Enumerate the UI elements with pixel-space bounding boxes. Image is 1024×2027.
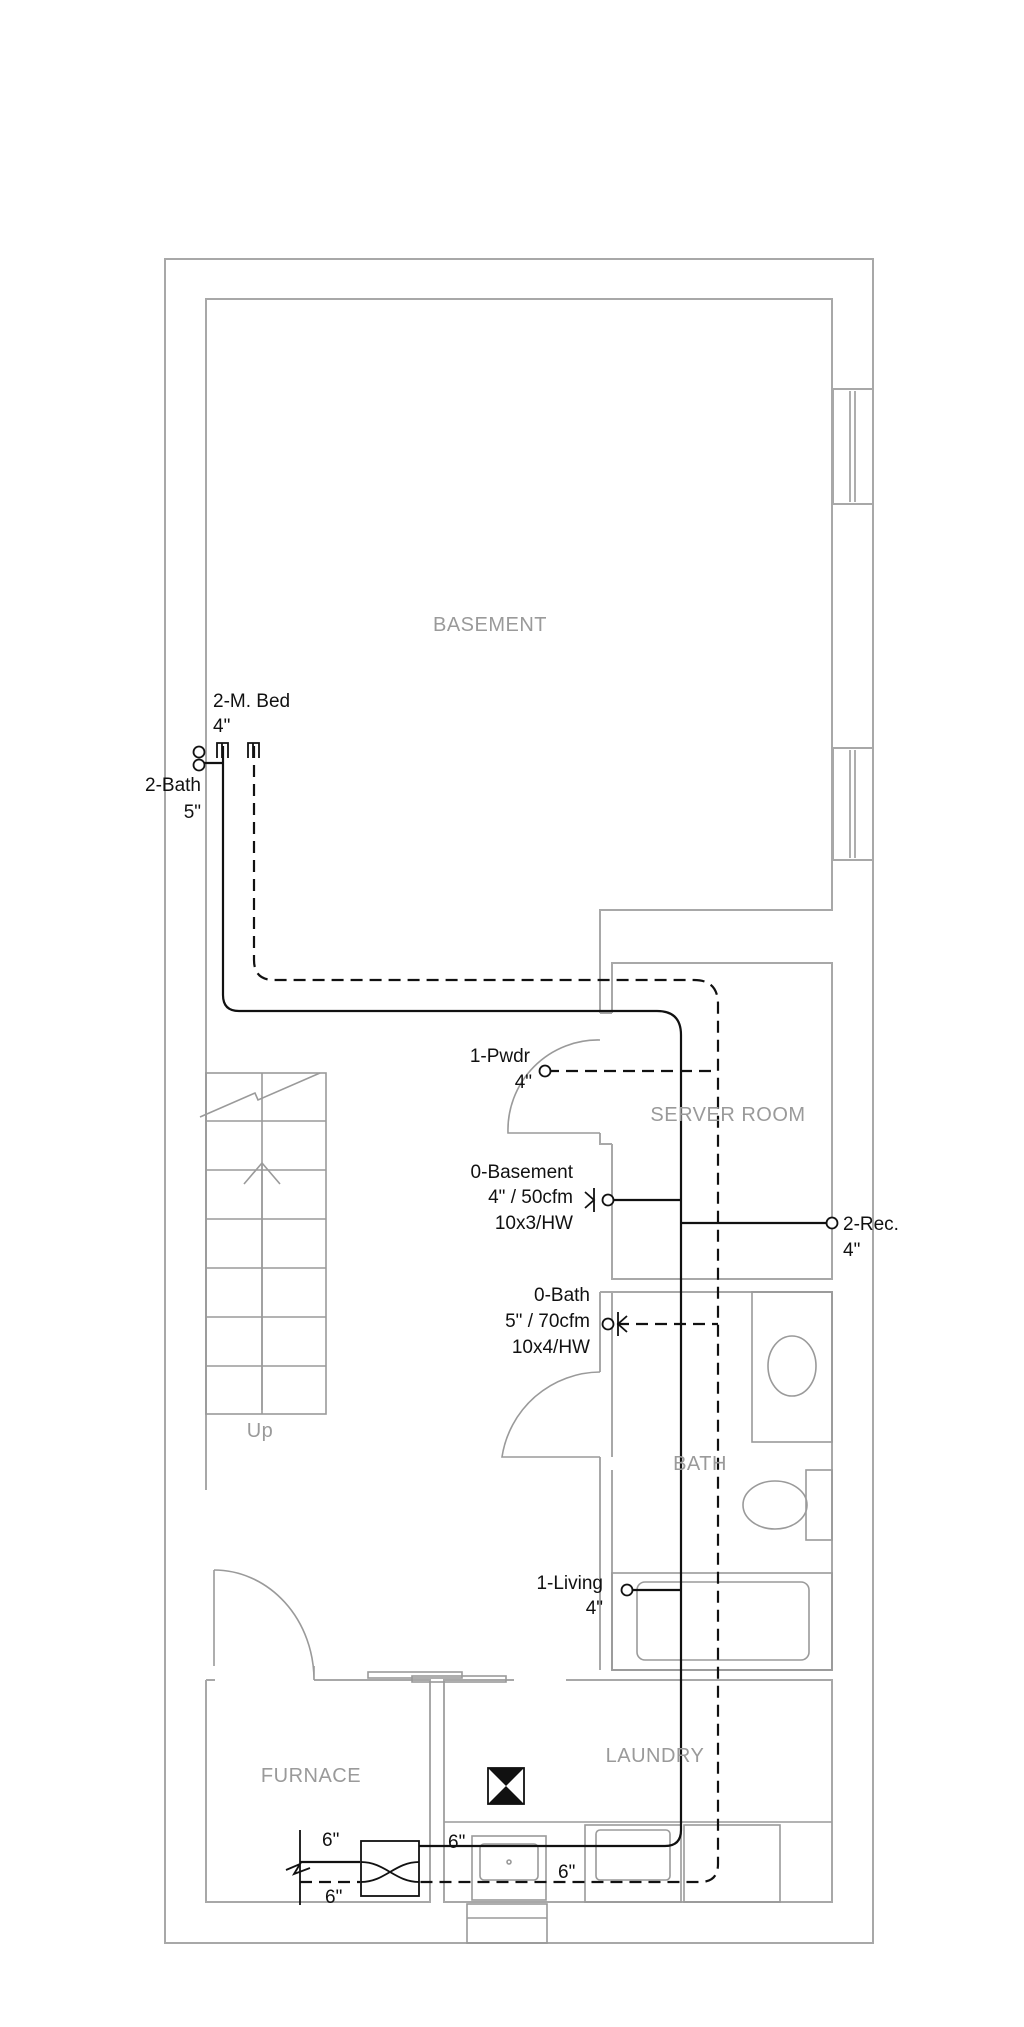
register-m-bed-icon [216,742,260,758]
register-m-bed-name: 2-M. Bed [213,691,290,712]
trunk-size-furnace-top: 6" [322,1830,339,1851]
bath-walls [611,1291,833,1671]
fan-bath-icon [616,1312,628,1336]
registers [192,742,839,1597]
window-lower [832,747,874,861]
return-ducts [252,746,720,1884]
register-rec-icon [825,1216,839,1230]
register-pwdr-name: 1-Pwdr [470,1046,531,1067]
room-labels: BASEMENT SERVER ROOM BATH LAUNDRY FURNAC… [247,614,805,1787]
laundry-fixtures [444,1821,832,1944]
register-bath2-size: 5" [184,802,201,823]
register-pwdr-size: 4" [515,1072,532,1093]
register-basement-outlet: 10x3/HW [495,1213,573,1234]
trunk-size-laundry-right: 6" [558,1862,575,1883]
register-bath0-spec: 5" / 70cfm [505,1311,590,1332]
room-label-basement: BASEMENT [433,614,547,636]
floor-drain-icon [487,1767,525,1805]
room-label-furnace: FURNACE [261,1765,361,1787]
register-rec-name: 2-Rec. [843,1214,899,1235]
register-living-icon [620,1583,634,1597]
register-basement-spec: 4" / 50cfm [488,1187,573,1208]
register-bath0-icon [601,1317,615,1331]
room-label-server-room: SERVER ROOM [650,1104,805,1126]
exterior-wall-outer [164,258,874,1944]
sliding-door [367,1671,463,1679]
server-room-walls [611,962,833,1280]
door-furnace [213,1569,315,1681]
register-bath2-name: 2-Bath [145,775,201,796]
register-basement-icon [601,1193,615,1207]
register-rec-size: 4" [843,1240,860,1261]
bath-fixtures [611,1291,833,1671]
trunk-size-furnace-bottom: 6" [325,1887,342,1908]
register-basement-name: 0-Basement [471,1162,574,1183]
room-label-bath: BATH [673,1453,727,1475]
stair [199,1072,327,1415]
window-upper [832,388,874,505]
door-bath [501,1371,601,1458]
stair-up-label: Up [247,1420,274,1442]
furnace-unit [285,1830,420,1905]
register-m-bed-size: 4" [213,716,230,737]
register-labels: 2-M. Bed 4" 2-Bath 5" 1-Pwdr 4" 0-Baseme… [145,691,899,1908]
room-label-laundry: LAUNDRY [606,1745,705,1767]
basement-walls [205,298,833,1490]
register-pwdr-icon [538,1064,552,1078]
register-living-size: 4" [586,1598,603,1619]
door-pwdr [507,1039,601,1134]
supply-ducts [199,746,832,1864]
walls [164,258,874,1944]
register-bath2-icon [192,745,206,772]
furnace-walls [205,1679,431,1903]
fan-basement-icon [584,1188,596,1212]
register-living-name: 1-Living [536,1573,603,1594]
register-bath0-name: 0-Bath [534,1285,590,1306]
register-bath0-outlet: 10x4/HW [512,1337,590,1358]
trunk-size-laundry-left: 6" [448,1832,465,1853]
